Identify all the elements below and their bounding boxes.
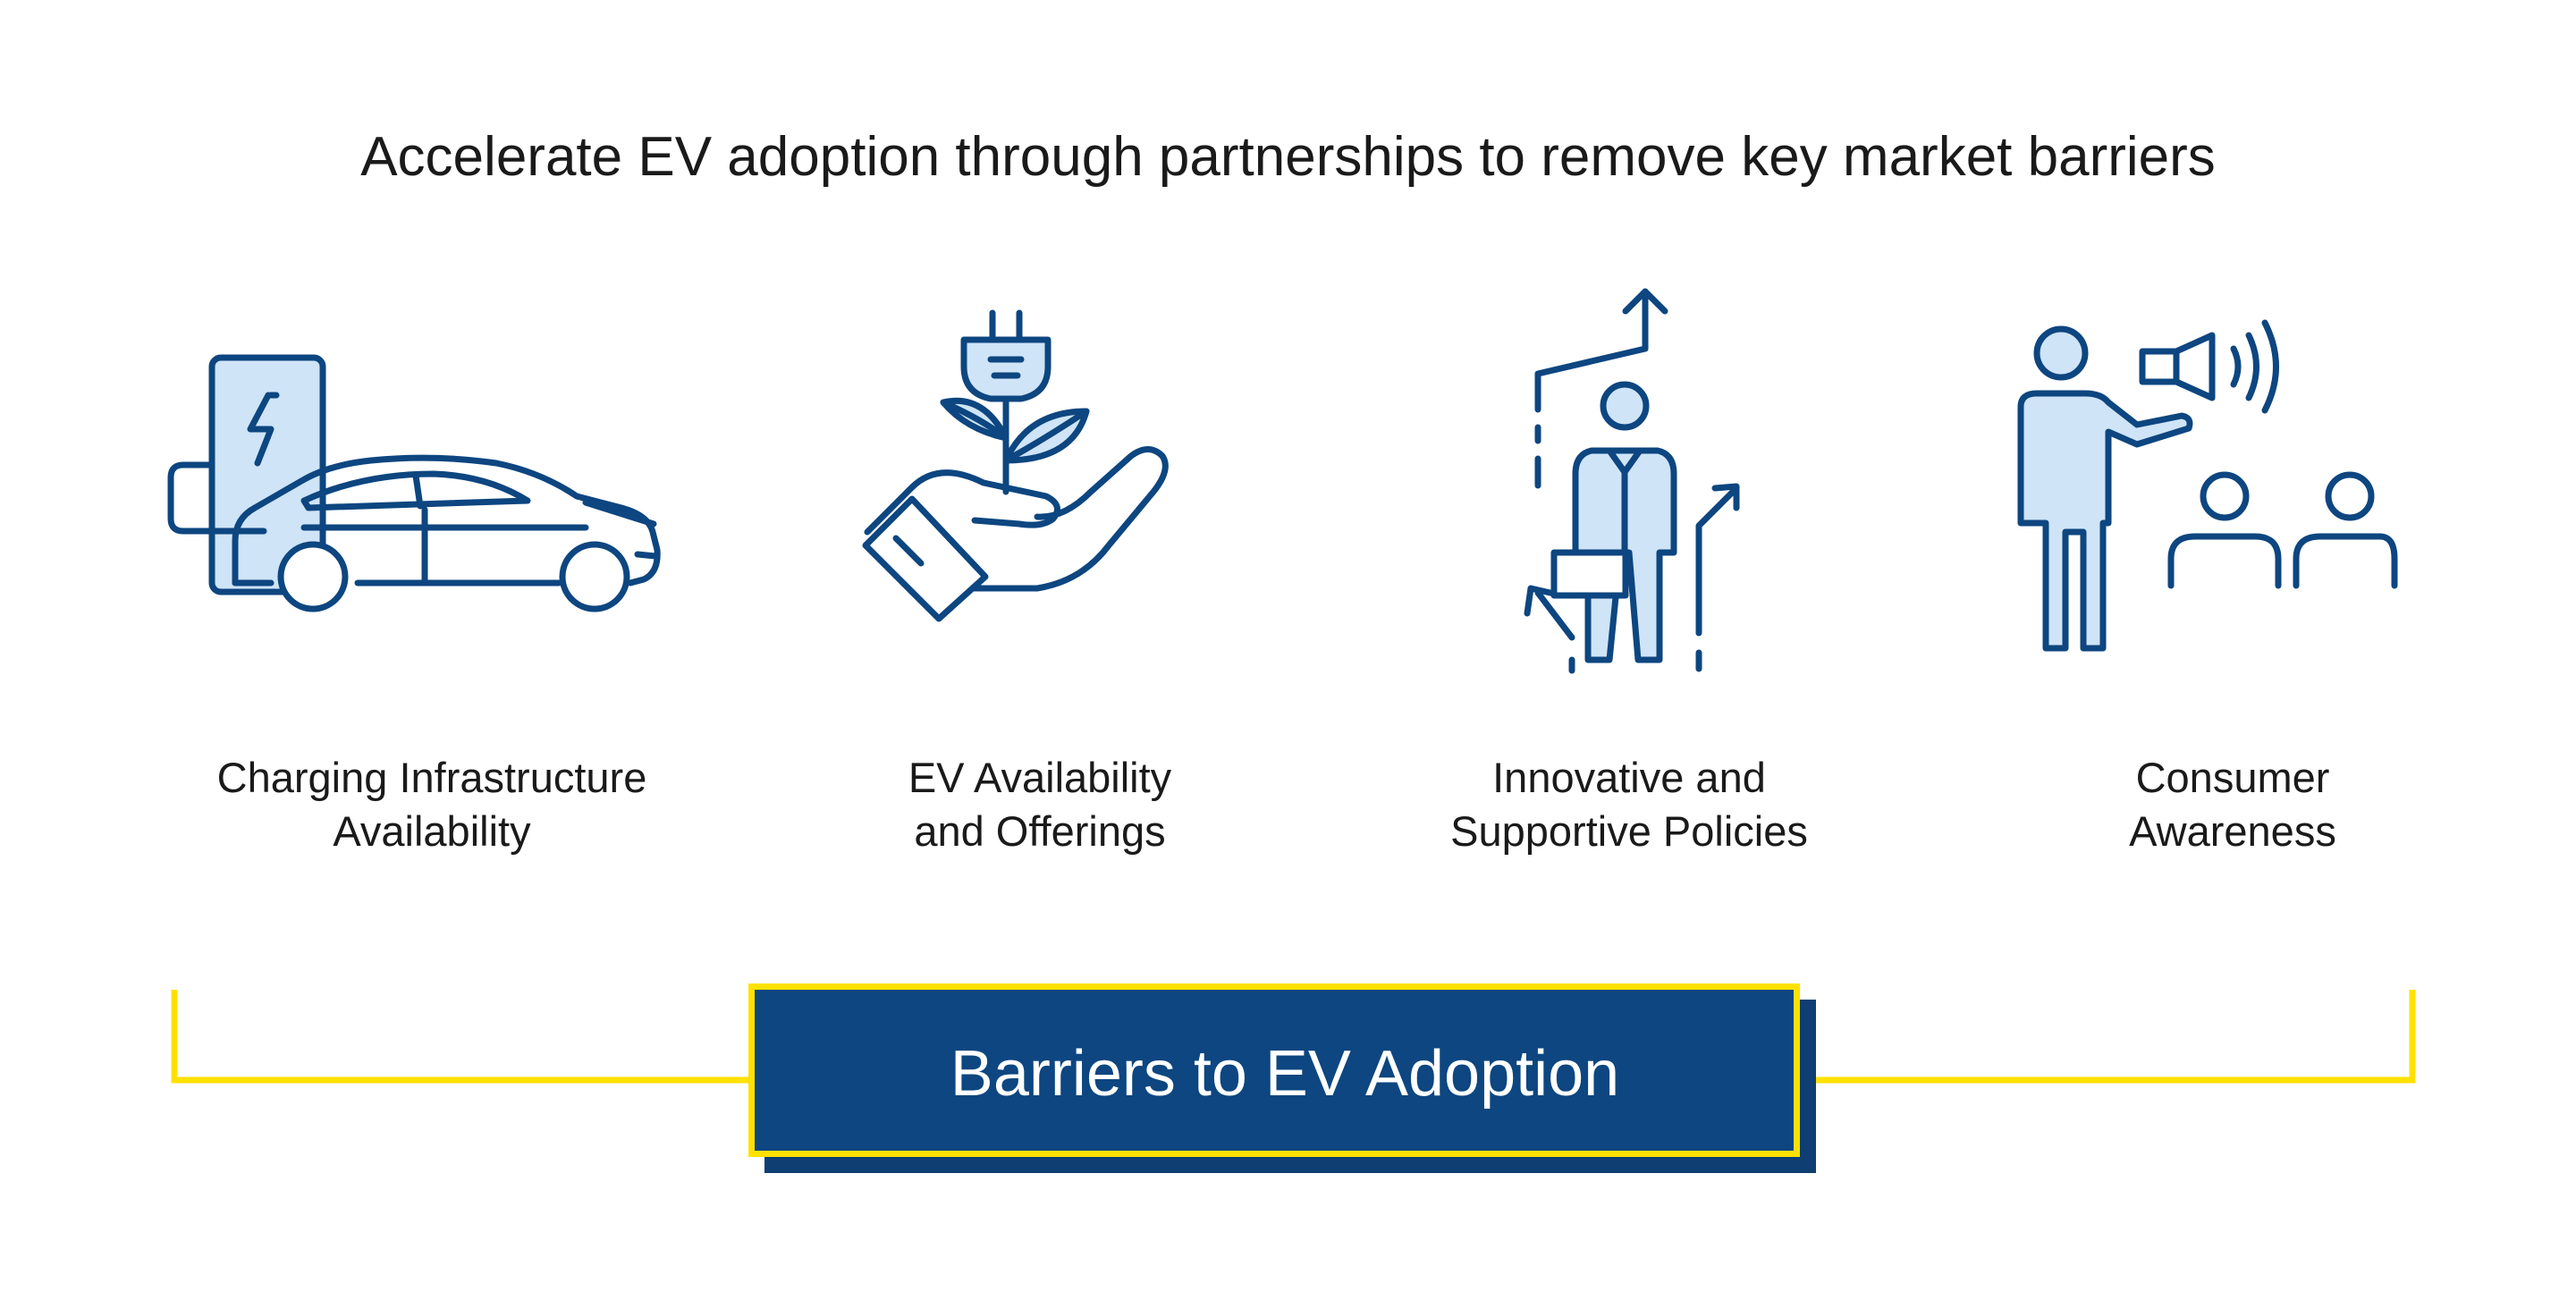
barrier-label-policies: Innovative and Supportive Policies [1450,754,1808,855]
barrier-label-consumer-awareness: Consumer Awareness [2129,754,2336,855]
charging-car-icon [165,349,680,612]
barriers-box-label: Barriers to EV Adoption [950,1038,1620,1110]
barriers-box: Barriers to EV Adoption [748,983,1800,1157]
megaphone-audience-icon [2003,308,2398,657]
page-title: Accelerate EV adoption through partnersh… [360,126,2216,188]
barrier-label-ev-availability: EV Availability and Offerings [908,754,1172,855]
policy-growth-person-icon [1475,284,1761,678]
barrier-label-charging: Charging Infrastructure Availability [216,754,647,855]
plug-plant-hand-icon [858,304,1189,662]
